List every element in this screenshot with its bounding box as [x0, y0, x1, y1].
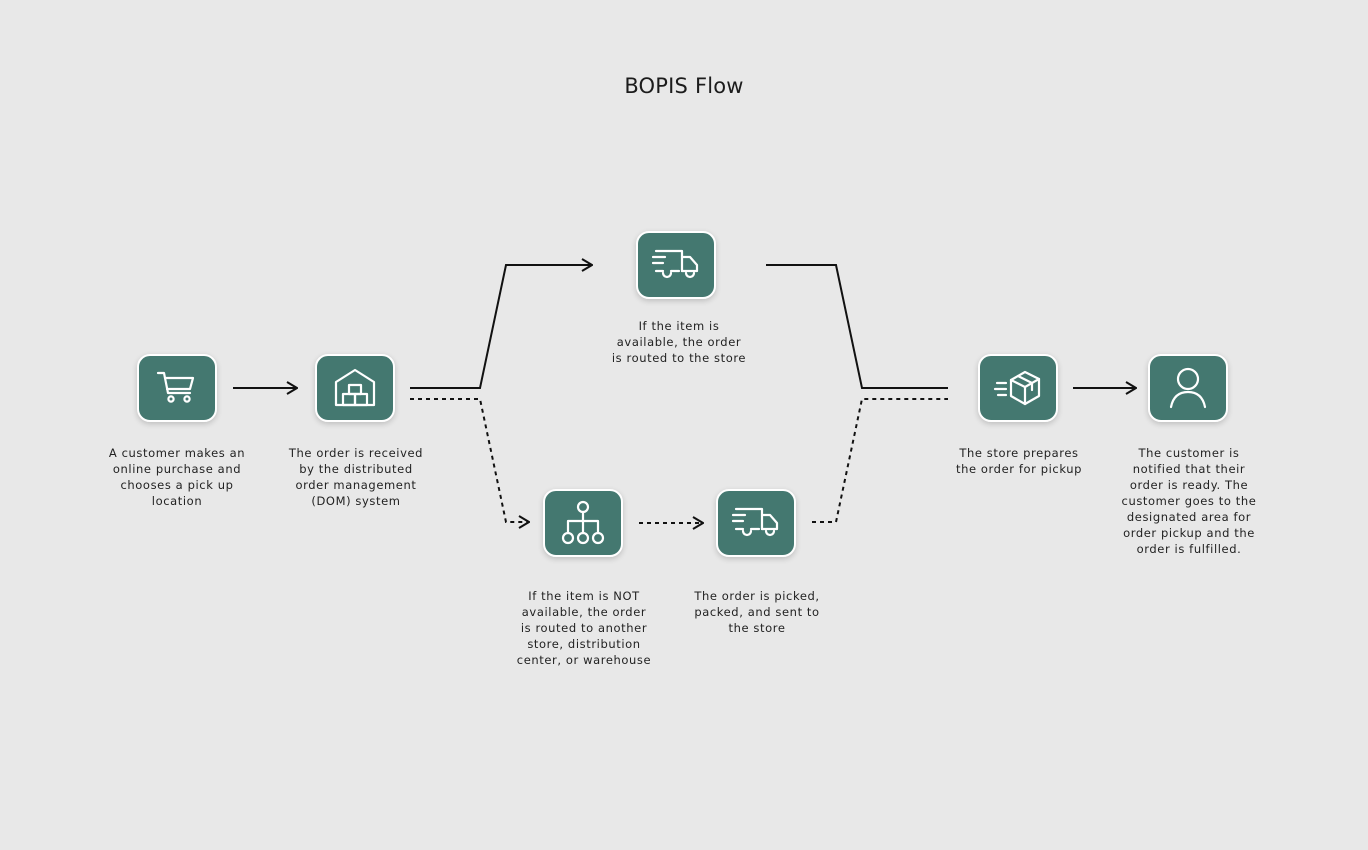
route-elsewhere-caption: If the item is NOT available, the order … — [516, 589, 652, 667]
customer-purchase-caption: A customer makes an online purchase and … — [108, 446, 246, 508]
route-to-store-caption: If the item is available, the order is r… — [611, 319, 747, 365]
route-to-store-node — [636, 231, 716, 299]
customer-notified-node — [1148, 354, 1228, 422]
delivery-truck-icon — [652, 245, 700, 285]
edge-dom-to-other-route — [410, 398, 529, 522]
shopping-cart-icon — [155, 366, 199, 410]
store-prepares-node — [978, 354, 1058, 422]
store-prepares-caption: The store prepares the order for pickup — [955, 446, 1083, 476]
moving-package-icon — [993, 366, 1043, 410]
dom-system-caption: The order is received by the distributed… — [288, 446, 424, 508]
diagram-title: BOPIS Flow — [624, 74, 744, 98]
edge-dom-to-store-route — [410, 265, 592, 389]
customer-purchase-node — [137, 354, 217, 422]
customer-notified-caption: The customer is notified that their orde… — [1121, 446, 1257, 556]
hierarchy-icon — [559, 499, 607, 547]
warehouse-boxes-icon — [332, 365, 378, 411]
edge-pick-pack-to-store-prepares — [812, 398, 948, 523]
pick-pack-send-node — [716, 489, 796, 557]
pick-pack-send-caption: The order is picked, packed, and sent to… — [694, 589, 820, 635]
delivery-truck-icon — [732, 503, 780, 543]
edge-store-route-to-store-prepares — [766, 264, 948, 389]
user-icon — [1165, 365, 1211, 411]
route-elsewhere-node — [543, 489, 623, 557]
dom-system-node — [315, 354, 395, 422]
